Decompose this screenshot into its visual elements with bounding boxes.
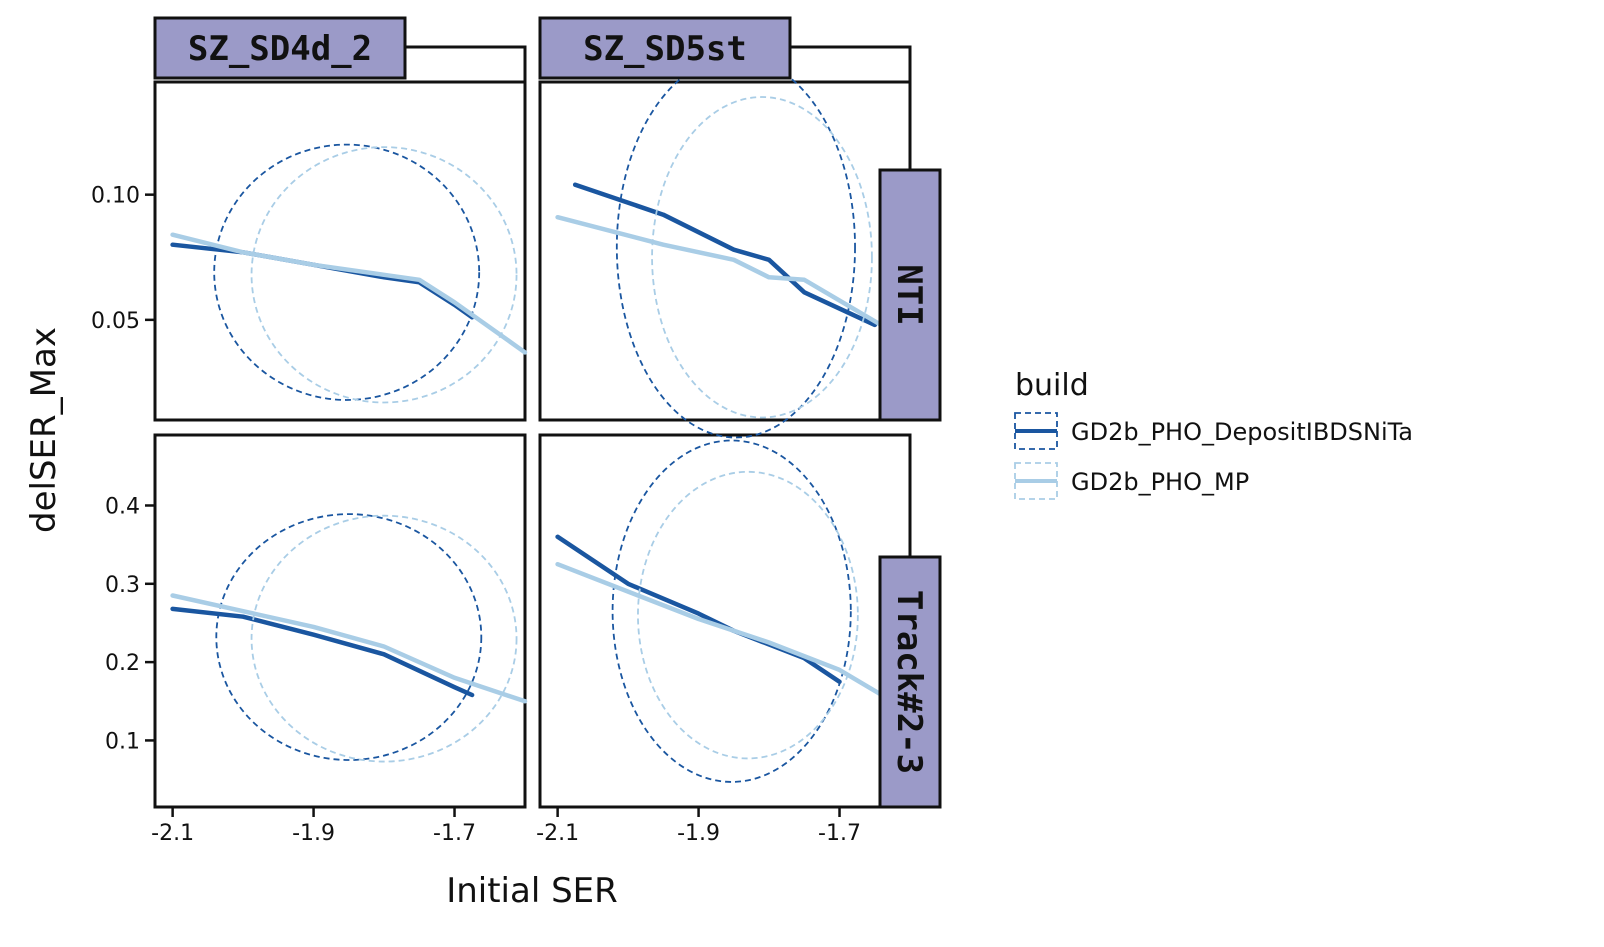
- series-line-gd2b-pho-depositibdsnita: [555, 534, 842, 684]
- series-line-gd2b-pho-depositibdsnita: [170, 606, 475, 698]
- y-tick-label: 0.2: [105, 651, 140, 676]
- panel-sz-sd4d-2-nti: [170, 143, 528, 404]
- row-strip-label-nti: NTI: [889, 264, 929, 325]
- panel-sz-sd5st-track-2-3: [555, 439, 895, 783]
- panel-frame-sz-sd4d-2-track-2-3: [153, 433, 527, 809]
- y-tick-label: 0.4: [105, 494, 140, 519]
- panel-frame-sz-sd4d-2-nti: [153, 80, 527, 422]
- column-strip-label-sz-sd5st: SZ_SD5st: [583, 29, 747, 69]
- legend-key-mp: [1014, 462, 1058, 500]
- axis-ticks: 0.05 0.10 0.1 0.2 0.3 0.4 -2.1 -1.9 -1.7 -2.1 -1.9…: [91, 184, 861, 846]
- column-strip-bracket-sz-sd4d-2: [405, 45, 527, 82]
- panel-sz-sd4d-2-track-2-3: [170, 513, 528, 763]
- ellipse-gd2b-pho-mp: [651, 96, 873, 419]
- x-tick-label: -2.1: [151, 821, 194, 846]
- ellipse-gd2b-pho-mp: [250, 514, 518, 763]
- x-tick-label: -2.1: [536, 821, 579, 846]
- y-tick-label: 0.05: [91, 309, 140, 334]
- ellipse-gd2b-pho-mp: [250, 146, 518, 404]
- legend-title: build: [1015, 368, 1089, 403]
- ellipse-gd2b-pho-depositibdsnita: [611, 439, 852, 783]
- legend-label-deposit: GD2b_PHO_DepositIBDSNiTa: [1071, 418, 1413, 446]
- legend: build GD2b_PHO_DepositIBDSNiTa GD2b_PHO_…: [1014, 368, 1413, 500]
- column-strip-sz-sd4d-2: [153, 16, 407, 80]
- series-line-gd2b-pho-depositibdsnita: [170, 242, 475, 320]
- legend-key-deposit: [1014, 412, 1058, 450]
- series-line-gd2b-pho-mp: [170, 593, 528, 704]
- panel-sz-sd5st-nti: [555, 56, 888, 439]
- ellipse-gd2b-pho-depositibdsnita: [213, 143, 481, 401]
- column-strip-bracket-sz-sd5st: [790, 45, 912, 82]
- y-tick-label: 0.1: [105, 729, 140, 754]
- x-tick-label: -1.9: [677, 821, 720, 846]
- ellipse-gd2b-pho-depositibdsnita: [615, 56, 856, 439]
- column-strip-label-sz-sd4d-2: SZ_SD4d_2: [188, 29, 372, 69]
- facet-panels: [153, 56, 912, 809]
- ellipse-gd2b-pho-mp: [637, 470, 859, 760]
- row-strip-track-2-3: [878, 555, 942, 809]
- panel-frame-sz-sd5st-track-2-3: [538, 433, 912, 809]
- x-tick-label: -1.9: [292, 821, 335, 846]
- y-tick-label: 0.3: [105, 573, 140, 598]
- y-tick-label: 0.10: [91, 184, 140, 209]
- series-line-gd2b-pho-depositibdsnita: [572, 182, 878, 328]
- series-line-gd2b-pho-mp: [555, 214, 888, 330]
- x-tick-label: -1.7: [818, 821, 861, 846]
- x-tick-label: -1.7: [433, 821, 476, 846]
- y-axis-title: delSER_Max: [24, 327, 64, 533]
- ellipse-gd2b-pho-depositibdsnita: [215, 513, 483, 761]
- x-axis-title: Initial SER: [446, 871, 618, 911]
- legend-label-mp: GD2b_PHO_MP: [1071, 468, 1249, 496]
- series-line-gd2b-pho-mp: [555, 561, 895, 704]
- column-strip-sz-sd5st: [538, 16, 792, 80]
- row-strip-label-track-2-3: Track#2-3: [889, 590, 929, 774]
